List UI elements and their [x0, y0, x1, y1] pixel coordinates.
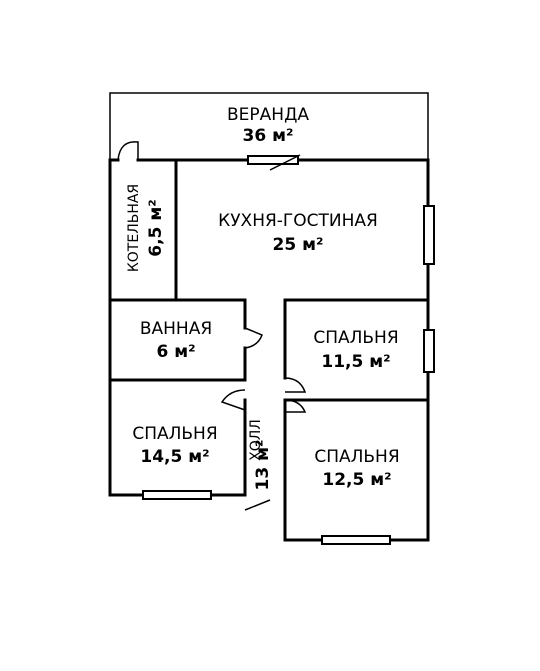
door-bedroom-right-top	[284, 377, 307, 393]
veranda-name: ВЕРАНДА	[227, 105, 309, 125]
window-bedroom-right-bottom	[321, 535, 391, 545]
bathroom-area: 6 м²	[156, 342, 195, 362]
bedroom-right-top-area: 11,5 м²	[321, 352, 390, 372]
door-hall-exit	[244, 499, 271, 511]
boiler-area: 6,5 м²	[146, 199, 166, 256]
bedroom-right-top-name: СПАЛЬНЯ	[313, 328, 398, 348]
door-boiler	[117, 141, 139, 161]
door-bathroom	[244, 327, 263, 349]
bedroom-right-bottom-name: СПАЛЬНЯ	[314, 447, 399, 467]
veranda-area: 36 м²	[243, 126, 294, 146]
bedroom-left-name: СПАЛЬНЯ	[132, 424, 217, 444]
windows	[142, 154, 435, 545]
door-bedroom-left	[220, 389, 246, 411]
bedroom-right-bottom-area: 12,5 м²	[322, 470, 391, 490]
bedroom-left-area: 14,5 м²	[140, 447, 209, 467]
door-bedroom-right-bottom	[284, 399, 307, 413]
veranda-outline	[109, 92, 429, 160]
window-kitchen-right	[423, 205, 435, 265]
kitchen-area: 25 м²	[273, 235, 324, 255]
bathroom-name: ВАННАЯ	[140, 319, 212, 339]
window-bedroom-right-top	[423, 329, 435, 373]
kitchen-name: КУХНЯ-ГОСТИНАЯ	[218, 211, 378, 231]
boiler-name: КОТЕЛЬНАЯ	[126, 184, 142, 272]
hall-name: ХОЛЛ	[248, 419, 264, 461]
window-bedroom-left	[142, 490, 212, 500]
hall-area: 13 м²	[253, 440, 273, 491]
doors	[117, 141, 307, 511]
window-kitchen-top	[247, 155, 299, 165]
